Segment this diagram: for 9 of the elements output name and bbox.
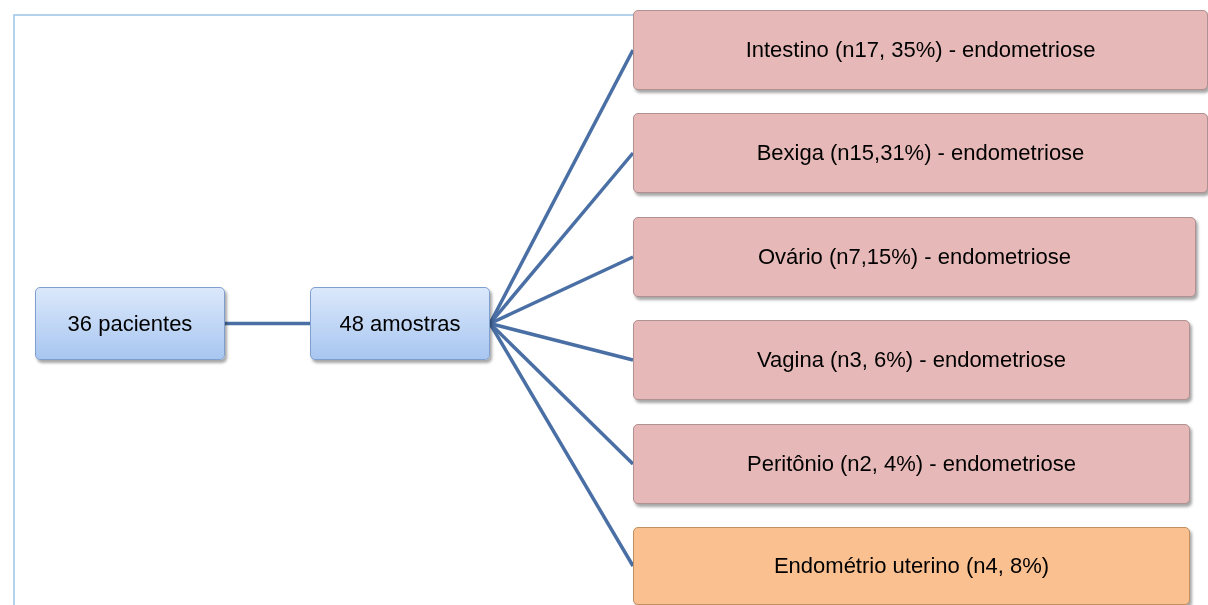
sample-box: Vagina (n3, 6%) - endometriose (633, 320, 1190, 400)
sample-box: Peritônio (n2, 4%) - endometriose (633, 424, 1190, 504)
sample-box: Bexiga (n15,31%) - endometriose (633, 113, 1208, 193)
connector-line (225, 321, 310, 326)
process-box: 48 amostras (310, 287, 490, 360)
sample-box: Intestino (n17, 35%) - endometriose (633, 10, 1208, 90)
process-box: 36 pacientes (35, 287, 225, 360)
sample-box: Endométrio uterino (n4, 8%) (633, 527, 1190, 605)
sample-box: Ovário (n7,15%) - endometriose (633, 217, 1196, 297)
